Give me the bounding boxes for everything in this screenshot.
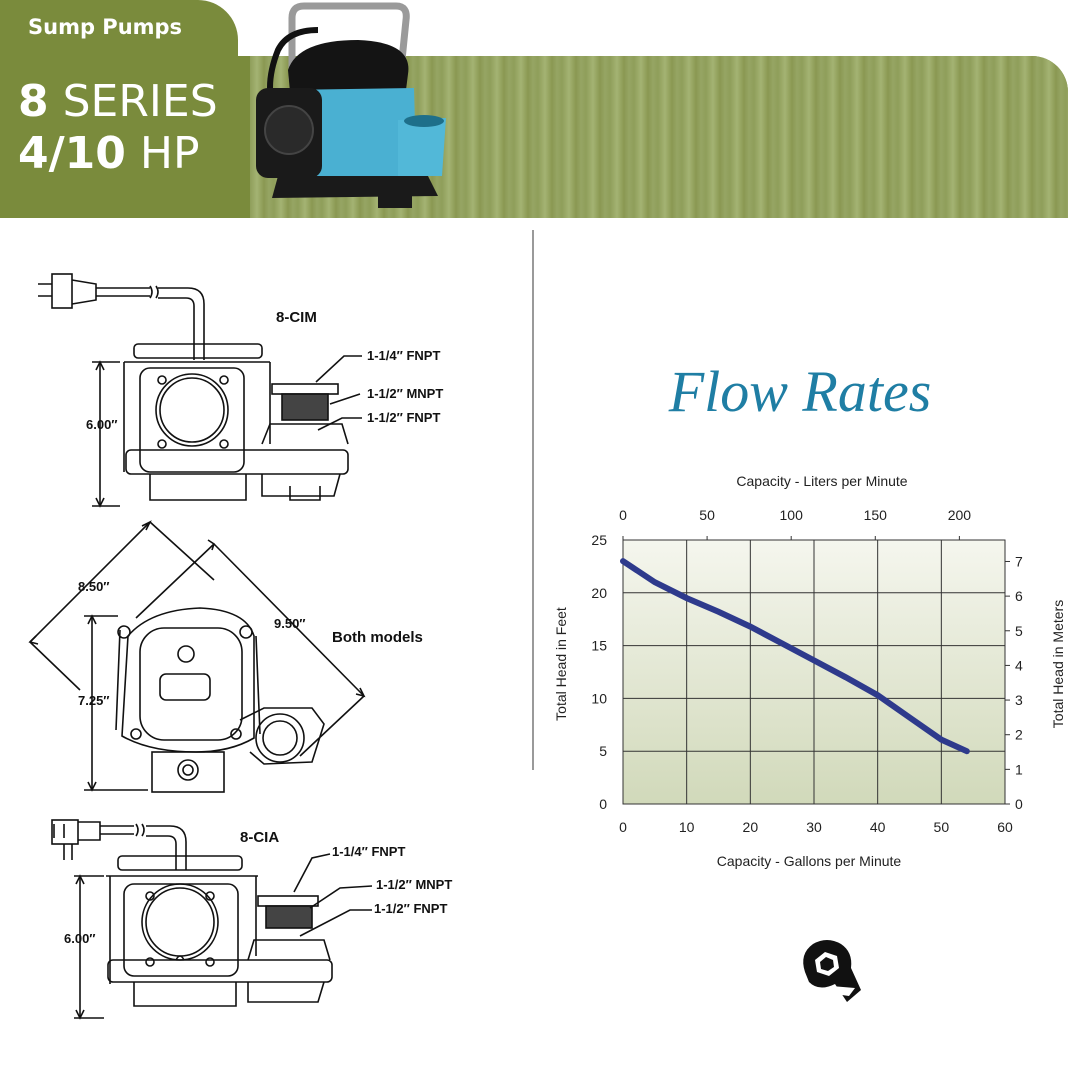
flow-curve	[620, 558, 970, 755]
right-tick-label: 7	[1015, 553, 1023, 569]
pump-photo	[256, 2, 446, 208]
top-axis-label: Capacity - Liters per Minute	[736, 473, 907, 489]
pump-logo-icon	[803, 940, 861, 1002]
right-tick-label: 3	[1015, 692, 1023, 708]
x-axis-label: Capacity - Gallons per Minute	[717, 853, 902, 869]
x-tick-label: 50	[934, 819, 950, 835]
series-number: 8	[18, 76, 49, 127]
right-tick-label: 1	[1015, 761, 1023, 777]
y-tick-label: 5	[599, 743, 607, 759]
section-tab: Sump Pumps	[0, 0, 238, 56]
callout-bottom-2: 1-1/2″ MNPT	[376, 877, 452, 892]
flow-rates-title: Flow Rates	[668, 359, 932, 424]
model-label-8-cia: 8-CIA	[240, 829, 279, 846]
top-tick-label: 200	[948, 507, 972, 523]
dim-diag-right: 9.50″	[274, 616, 306, 631]
drawing-8-cim	[38, 273, 362, 508]
y-tick-label: 20	[591, 585, 607, 601]
column-divider	[532, 230, 534, 770]
top-tick-label: 150	[864, 507, 888, 523]
callout-top-1: 1-1/4″ FNPT	[367, 348, 440, 363]
technical-drawings: 8-CIM 1-1/4″ FNPT 1-1/2″ MNPT 1-1/2″ FNP…	[28, 273, 452, 1020]
right-tick-label: 5	[1015, 623, 1023, 639]
callout-bottom-3: 1-1/2″ FNPT	[374, 901, 447, 916]
y-axis-label: Total Head in Feet	[553, 607, 569, 721]
hp-unit: HP	[139, 128, 200, 179]
dim-height-top: 6.00″	[86, 417, 118, 432]
x-tick-label: 30	[806, 819, 822, 835]
y-tick-label: 0	[599, 796, 607, 812]
model-label-8-cim: 8-CIM	[276, 309, 317, 326]
right-tick-label: 4	[1015, 657, 1023, 673]
callout-top-2: 1-1/2″ MNPT	[367, 386, 443, 401]
right-axis-label: Total Head in Meters	[1050, 600, 1066, 728]
hp-number: 4/10	[18, 128, 126, 179]
drawing-8-cia	[51, 819, 373, 1020]
dim-height-bottom: 6.00″	[64, 931, 96, 946]
y-tick-label: 10	[591, 690, 607, 706]
top-tick-label: 50	[699, 507, 715, 523]
series-word: SERIES	[62, 76, 218, 127]
x-tick-label: 20	[743, 819, 759, 835]
x-tick-label: 60	[997, 819, 1013, 835]
section-tab-label: Sump Pumps	[28, 15, 183, 39]
grid-lines	[623, 540, 1005, 804]
right-tick-label: 6	[1015, 588, 1023, 604]
y-tick-label: 15	[591, 638, 607, 654]
y-tick-label: 25	[591, 532, 607, 548]
dim-diag-left: 8.50″	[78, 579, 110, 594]
right-tick-label: 0	[1015, 796, 1023, 812]
top-tick-label: 0	[619, 507, 627, 523]
x-tick-label: 40	[870, 819, 886, 835]
top-tick-label: 100	[780, 507, 804, 523]
callout-bottom-1: 1-1/4″ FNPT	[332, 844, 405, 859]
right-tick-label: 2	[1015, 727, 1023, 743]
drawing-both-models	[28, 520, 366, 793]
both-models-label: Both models	[332, 629, 423, 646]
series-heading: 8 SERIES 4/10 HP	[18, 76, 218, 180]
dim-vertical-mid: 7.25″	[78, 693, 110, 708]
x-tick-label: 10	[679, 819, 695, 835]
callout-top-3: 1-1/2″ FNPT	[367, 410, 440, 425]
x-tick-label: 0	[619, 819, 627, 835]
